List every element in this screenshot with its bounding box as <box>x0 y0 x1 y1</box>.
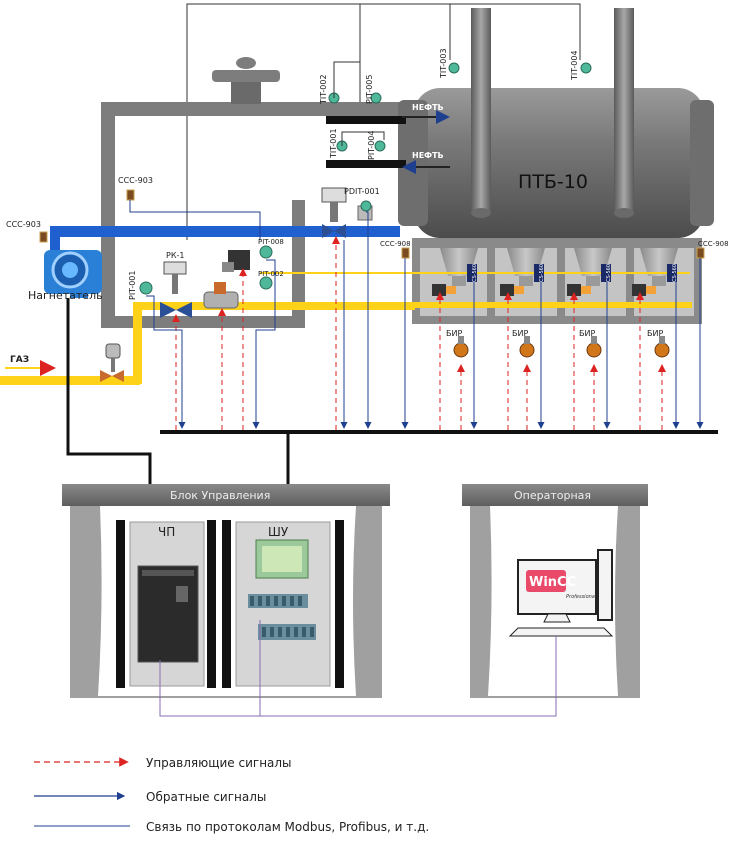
gas-label: ГАЗ <box>10 355 29 365</box>
transmitter-icons <box>139 62 592 295</box>
pdit001-label: PDIT-001 <box>344 187 380 196</box>
bir-label-4: БИР <box>647 329 663 338</box>
chimney-left <box>471 8 491 218</box>
rk1-label: РК-1 <box>166 251 184 260</box>
pit008-label: PIT-008 <box>258 238 284 246</box>
valve-rk1 <box>160 261 192 318</box>
top-signal-lines <box>186 3 581 240</box>
vessel-partitions <box>412 238 702 324</box>
comm-lines <box>159 620 557 717</box>
wincc-logo: WinCC <box>529 575 576 590</box>
control-signals <box>172 236 666 430</box>
pit002-label: PIT-002 <box>258 270 284 278</box>
cs560-label-4: CS-560 <box>672 264 678 282</box>
tit003-label: TIT-003 <box>439 48 448 79</box>
pit001-label: PIT-001 <box>128 271 137 301</box>
feedback-signals <box>129 200 704 429</box>
ccc908-label-1: CCC-908 <box>380 240 411 248</box>
operator-room-title: Операторная <box>514 489 591 502</box>
shu-label: ШУ <box>268 525 289 539</box>
cs560-label-1: CS-560 <box>472 264 478 282</box>
legend-control-text: Управляющие сигналы <box>146 756 292 770</box>
field-bus <box>160 430 718 434</box>
oil-in-label: НЕФТЬ <box>412 103 444 112</box>
pit004-label: PIT-004 <box>367 131 376 161</box>
bir-label-1: БИР <box>446 329 462 338</box>
bir-label-3: БИР <box>579 329 595 338</box>
blower-label: Нагнетатель <box>28 289 103 302</box>
chp-label: ЧП <box>158 525 175 539</box>
chimney-right <box>614 8 634 218</box>
pit005-label: PIT-005 <box>365 75 374 105</box>
tit004-label: TIT-004 <box>570 50 579 81</box>
legend-comm-text: Связь по протоколам Modbus, Profibus, и … <box>146 820 429 834</box>
legend-feedback-text: Обратные сигналы <box>146 790 266 804</box>
bir-sensors <box>453 336 670 358</box>
cs560-label-2: CS-560 <box>539 264 545 282</box>
oil-out-label: НЕФТЬ <box>412 151 444 160</box>
control-block <box>62 484 390 698</box>
wincc-subtitle: Professional <box>566 594 597 600</box>
tit-bracket-lines <box>333 61 385 146</box>
heater-frame <box>101 57 401 328</box>
ptb-label: ПТБ-10 <box>518 171 588 193</box>
control-block-title: Блок Управления <box>170 489 270 502</box>
ccc903-label-1: CCC-903 <box>118 176 153 185</box>
operator-room <box>462 484 648 698</box>
bir-label-2: БИР <box>512 329 528 338</box>
legend: Управляющие сигналы Обратные сигналы Свя… <box>34 756 429 834</box>
ccc908-label-2: CCC-908 <box>698 240 729 248</box>
gas-inlet-valve <box>100 343 124 382</box>
valve-gas-right <box>203 250 250 309</box>
cs560-label-3: CS-560 <box>606 264 612 282</box>
blower <box>44 250 102 298</box>
air-pipe <box>50 226 400 266</box>
tit002-label: TIT-002 <box>319 74 328 105</box>
ccc903-label-2: CCC-903 <box>6 220 41 229</box>
tit001-label: TIT-001 <box>329 128 338 159</box>
oil-pipes <box>326 110 450 174</box>
